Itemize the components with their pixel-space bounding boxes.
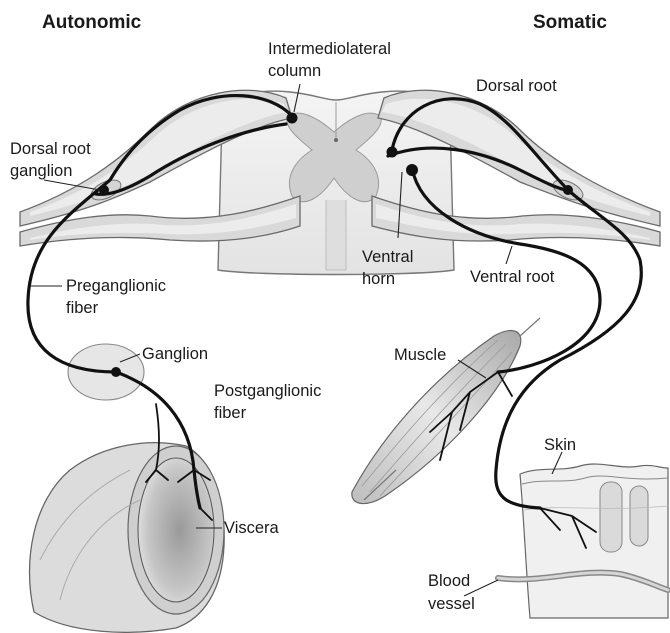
label-preganglionic-2: fiber [66,299,99,317]
heading-autonomic: Autonomic [42,12,142,33]
label-drg-2: ganglion [10,162,72,180]
label-preganglionic-1: Preganglionic [66,277,166,295]
label-dorsal-root: Dorsal root [476,77,557,95]
label-viscera: Viscera [224,519,280,537]
heading-somatic: Somatic [533,12,607,33]
label-intermediolateral-1: Intermediolateral [268,40,391,58]
label-blood-vessel-1: Blood [428,572,470,590]
label-ventral-root: Ventral root [470,268,555,286]
label-muscle: Muscle [394,346,446,364]
anterior-fissure [326,200,346,270]
label-ventral-horn-1: Ventral [362,248,413,266]
skin-organ [520,464,668,618]
label-blood-vessel-2: vessel [428,595,475,613]
label-ventral-horn-2: horn [362,270,395,288]
label-intermediolateral-2: column [268,62,321,80]
label-skin: Skin [544,436,576,454]
label-drg-1: Dorsal root [10,140,91,158]
label-postganglionic-1: Postganglionic [214,382,321,400]
label-ganglion: Ganglion [142,345,208,363]
label-postganglionic-2: fiber [214,404,247,422]
